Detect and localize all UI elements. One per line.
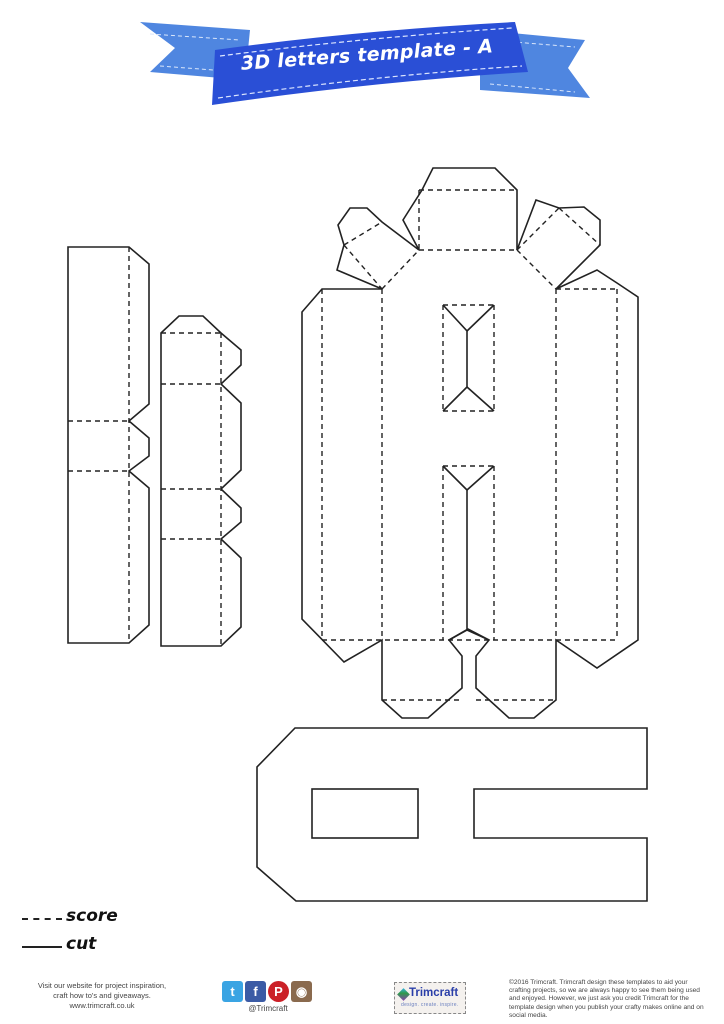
letter-a-face (256, 727, 648, 902)
letter-a-net (301, 167, 639, 719)
title-ribbon (140, 22, 590, 105)
legend-score: score (22, 898, 118, 926)
cut-line-sample (22, 946, 62, 948)
social-links: t f P ◉ @Trimcraft (222, 981, 318, 1013)
trimcraft-logo: Trimcraft design. create. inspire. (394, 982, 466, 1014)
website-info: Visit our website for project inspiratio… (18, 981, 186, 1011)
website-text-line2: craft how to's and giveaways. (53, 991, 151, 1000)
side-strip-short (160, 315, 242, 647)
brand-name: Trimcraft (409, 987, 459, 999)
pinterest-icon[interactable]: P (268, 981, 289, 1002)
score-line-sample (22, 918, 62, 920)
facebook-icon[interactable]: f (245, 981, 266, 1002)
website-text-line1: Visit our website for project inspiratio… (37, 981, 167, 990)
instagram-icon[interactable]: ◉ (291, 981, 312, 1002)
logo-diamond-icon (397, 988, 410, 1001)
ribbon-main (212, 22, 528, 105)
cut-label: cut (66, 934, 97, 954)
score-label: score (66, 906, 118, 926)
twitter-icon[interactable]: t (222, 981, 243, 1002)
copyright-notice: ©2016 Trimcraft. Trimcraft design these … (509, 979, 704, 1019)
brand-tagline: design. create. inspire. (401, 1002, 459, 1008)
social-handle: @Trimcraft (248, 1004, 288, 1013)
legend-cut: cut (22, 926, 118, 954)
side-strip-long (67, 246, 150, 644)
line-legend: score cut (22, 898, 118, 954)
website-url[interactable]: www.trimcraft.co.uk (69, 1001, 135, 1010)
